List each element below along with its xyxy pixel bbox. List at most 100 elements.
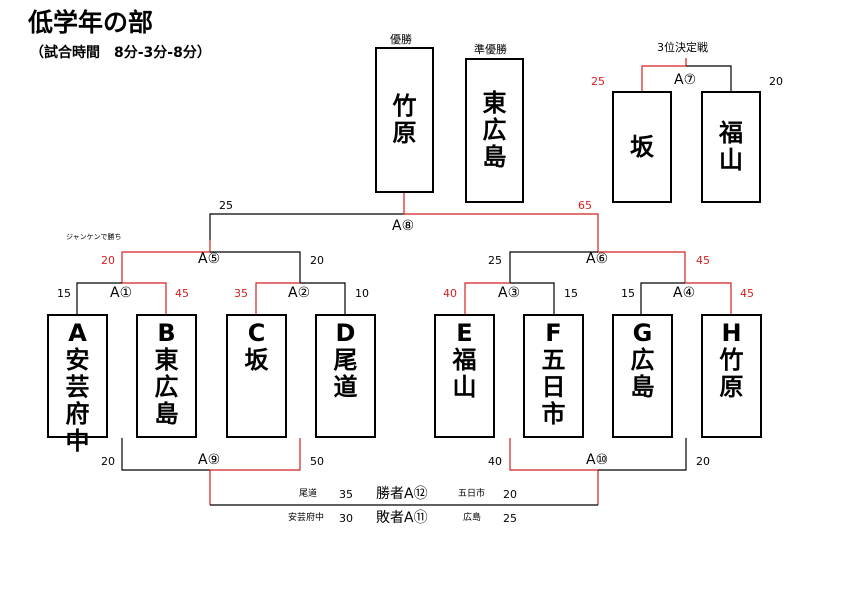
team-char: 原 <box>719 372 744 401</box>
team-char: 東 <box>154 345 179 374</box>
m1-label: A① <box>110 285 133 301</box>
team-b-box: B 東 広 島 <box>136 314 197 438</box>
m10-red <box>509 438 599 505</box>
third-red <box>641 58 687 91</box>
m6-left-score: 25 <box>488 254 502 267</box>
m6-label: A⑥ <box>586 251 609 267</box>
m10-left-score: 40 <box>488 455 502 468</box>
m2-left-score: 35 <box>234 287 248 300</box>
m9-red <box>209 438 301 505</box>
m8-left-score: 25 <box>219 199 233 212</box>
m9-label: A⑨ <box>198 452 221 468</box>
m3-right-score: 15 <box>564 287 578 300</box>
m4-left-score: 15 <box>621 287 635 300</box>
third-place-right-team: 福 山 <box>701 91 761 203</box>
m5-left-score: 20 <box>101 254 115 267</box>
team-f-box: F 五 日 市 <box>523 314 584 438</box>
losers-right-score: 25 <box>503 512 517 525</box>
team-char: 広 <box>154 372 179 401</box>
m6-right-score: 45 <box>696 254 710 267</box>
team-letter: D <box>335 319 356 347</box>
m5-right-score: 20 <box>310 254 324 267</box>
team-letter: A <box>68 319 87 347</box>
m10-right-score: 20 <box>696 455 710 468</box>
m2-right-score: 10 <box>355 287 369 300</box>
m4-right-score: 45 <box>740 287 754 300</box>
team-letter: E <box>456 319 473 347</box>
team-char: 尾 <box>333 345 358 374</box>
team-c-box: C 坂 <box>226 314 287 438</box>
team-letter: C <box>247 319 266 347</box>
team-char: 府 <box>65 399 90 428</box>
team-char: 安 <box>65 345 90 374</box>
m1-right-score: 45 <box>175 287 189 300</box>
champion-box: 竹 原 <box>375 47 434 193</box>
third-place-match: A⑦ <box>674 72 697 88</box>
final-line-left <box>209 213 404 240</box>
losers-match-label: 敗者A⑪ <box>376 510 428 526</box>
m3-left-score: 40 <box>443 287 457 300</box>
m9-black <box>121 438 210 471</box>
winners-right-score: 20 <box>503 488 517 501</box>
winners-left-team: 尾道 <box>299 489 318 499</box>
winners-left-score: 35 <box>339 488 353 501</box>
team-char: 中 <box>65 426 90 455</box>
m10-label: A⑩ <box>586 452 609 468</box>
champion-char: 竹 <box>392 92 417 121</box>
team-char: 山 <box>452 372 477 401</box>
losers-left-team: 安芸府中 <box>288 513 325 523</box>
semi-right-red <box>597 240 686 283</box>
semi-left-black <box>210 251 301 283</box>
team-char: 山 <box>719 146 743 174</box>
m3-label: A③ <box>498 285 521 301</box>
m8-right-score: 65 <box>578 199 592 212</box>
champion-char: 原 <box>392 119 417 147</box>
m3-red <box>464 282 510 314</box>
team-char: 市 <box>541 399 566 428</box>
runner-up-char: 広 <box>482 116 507 145</box>
team-char: 芸 <box>65 372 90 401</box>
team-d-box: D 尾 道 <box>315 314 376 438</box>
team-letter: G <box>632 319 653 347</box>
third-place-left-score: 25 <box>591 75 605 88</box>
runner-up-char: 東 <box>482 89 507 118</box>
team-char: 五 <box>541 345 566 374</box>
m9-left-score: 20 <box>101 455 115 468</box>
team-char: 福 <box>452 345 477 374</box>
winners-right-team: 五日市 <box>458 489 486 499</box>
m5-label: A⑤ <box>198 251 221 267</box>
team-letter: H <box>721 319 742 347</box>
team-g-box: G 広 島 <box>612 314 673 438</box>
third-place-left-team: 坂 <box>612 91 672 203</box>
team-char: 道 <box>333 372 358 401</box>
third-place-label: 3位決定戦 <box>657 41 708 54</box>
runner-up-label: 準優勝 <box>474 43 507 56</box>
m4-red <box>685 282 732 314</box>
m10-black <box>598 438 687 471</box>
m2-red <box>255 282 300 314</box>
team-letter: F <box>545 319 562 347</box>
team-letter: B <box>157 319 176 347</box>
third-place-right-score: 20 <box>769 75 783 88</box>
page-title: 低学年の部 <box>28 8 154 37</box>
winners-match-label: 勝者A⑫ <box>376 486 428 502</box>
m5-note: ジャンケンで勝ち <box>66 233 122 241</box>
team-h-box: H 竹 原 <box>701 314 762 438</box>
losers-left-score: 30 <box>339 512 353 525</box>
runner-up-char: 島 <box>482 142 507 171</box>
team-char: 広 <box>630 345 655 374</box>
m3-black <box>510 282 555 314</box>
team-char: 坂 <box>244 345 269 374</box>
losers-right-team: 広島 <box>463 513 482 523</box>
semi-right-black <box>509 251 598 283</box>
m1-left-score: 15 <box>57 287 71 300</box>
team-char: 坂 <box>630 132 654 161</box>
page-subtitle: （試合時間 8分-3分-8分） <box>30 45 211 61</box>
m1-black <box>76 282 122 314</box>
m2-black <box>300 282 346 314</box>
team-char: 竹 <box>719 345 744 374</box>
team-e-box: E 福 山 <box>434 314 495 438</box>
m4-label: A④ <box>673 285 696 301</box>
